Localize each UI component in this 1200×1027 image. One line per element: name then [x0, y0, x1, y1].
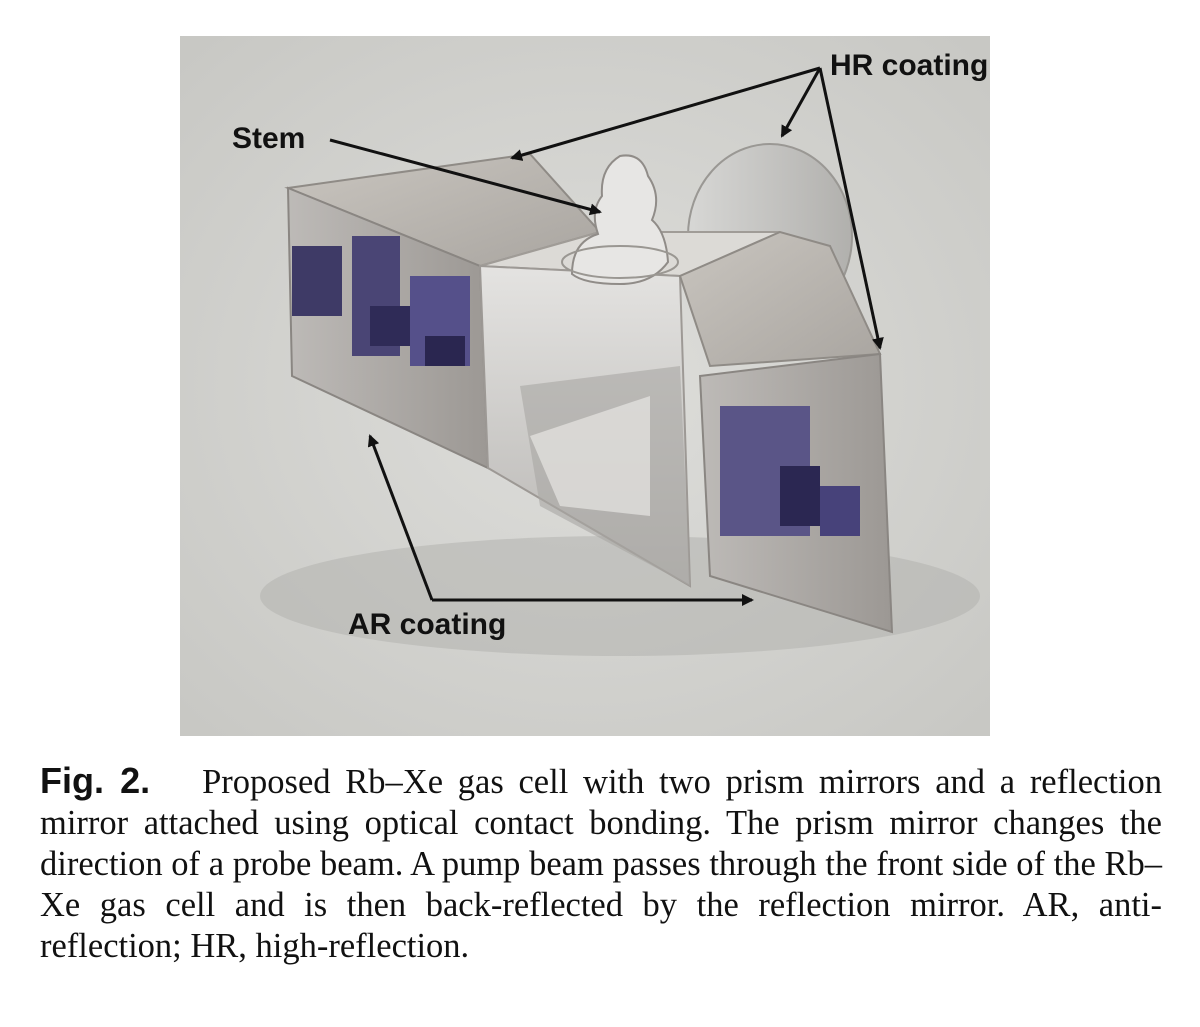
- hr-arrow-right: [818, 67, 884, 350]
- figure-number: Fig. 2.: [40, 760, 151, 801]
- stem-shape: [570, 154, 670, 286]
- stem-label: Stem: [232, 122, 306, 155]
- hr-arrow-mid: [780, 67, 822, 138]
- caption-text: Proposed Rb–Xe gas cell with two prism m…: [40, 763, 1162, 965]
- ar-coating-label: AR coating: [348, 608, 507, 641]
- figure-caption: Fig. 2.Proposed Rb–Xe gas cell with two …: [40, 760, 1162, 967]
- hr-coating-label: HR coating: [830, 49, 989, 82]
- ar-arrow-left: [367, 434, 434, 601]
- stem-arrow: [329, 138, 602, 216]
- hr-arrow-left: [510, 66, 821, 161]
- gas-cell-photo: [180, 36, 990, 736]
- figure-panel: HR coating Stem AR coating: [180, 36, 990, 736]
